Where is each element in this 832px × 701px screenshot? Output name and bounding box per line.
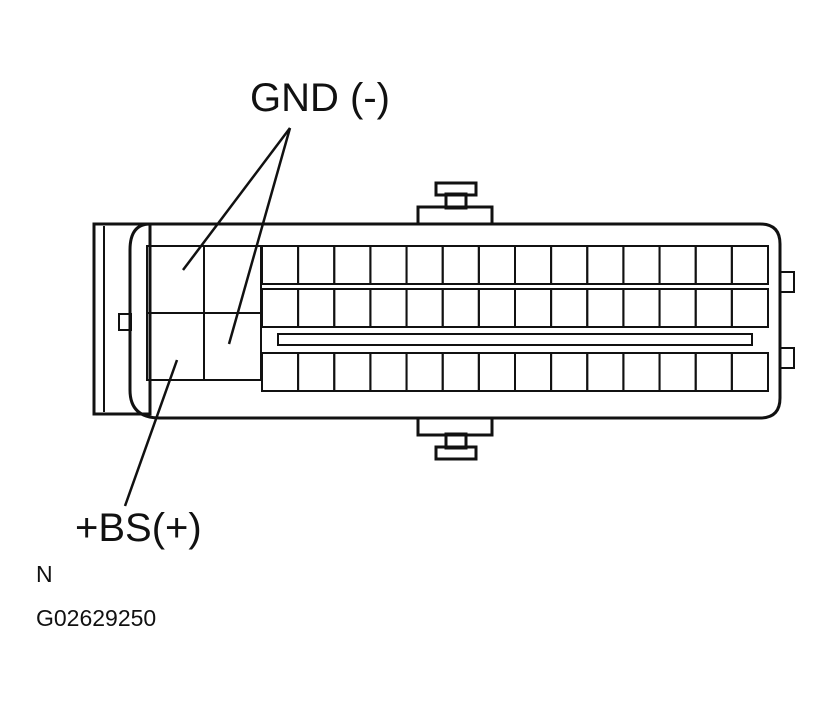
gnd-leader-line-2 bbox=[227, 127, 292, 345]
small-terminal-cell bbox=[586, 352, 625, 392]
view-marker-label: N bbox=[36, 561, 53, 587]
connector-housing bbox=[92, 181, 795, 461]
small-terminal-cell bbox=[622, 288, 661, 328]
small-terminal-cell bbox=[477, 245, 516, 285]
small-terminal-cell bbox=[586, 288, 625, 328]
gnd-label: GND (-) bbox=[250, 76, 390, 120]
small-terminal-cell bbox=[550, 288, 589, 328]
small-terminal-cell bbox=[694, 352, 733, 392]
small-terminal-cell bbox=[694, 245, 733, 285]
small-terminal-cell bbox=[441, 288, 480, 328]
small-terminal-cell bbox=[622, 352, 661, 392]
small-terminal-cell bbox=[514, 352, 553, 392]
small-terminal-cell bbox=[369, 288, 408, 328]
small-terminal-cell bbox=[441, 352, 480, 392]
small-terminal-cell bbox=[514, 288, 553, 328]
small-terminal-cell bbox=[477, 352, 516, 392]
housing-top-latch bbox=[416, 181, 494, 224]
small-terminal-cell bbox=[261, 352, 300, 392]
bs-label: +BS(+) bbox=[75, 506, 202, 550]
small-terminal-cell bbox=[550, 352, 589, 392]
small-terminal-cell bbox=[514, 245, 553, 285]
small-terminal-cell bbox=[730, 245, 770, 285]
small-terminal-cell bbox=[441, 245, 480, 285]
small-terminal-cell bbox=[405, 288, 444, 328]
small-terminal-cell bbox=[261, 288, 300, 328]
terminal-locking-bar bbox=[277, 333, 753, 346]
small-terminal-cell bbox=[550, 245, 589, 285]
small-terminal-cell bbox=[405, 352, 444, 392]
terminal-grid bbox=[146, 245, 770, 392]
housing-bottom-latch bbox=[416, 418, 494, 461]
small-terminal-cell bbox=[586, 245, 625, 285]
small-terminal-cell bbox=[333, 288, 372, 328]
small-terminal-cell bbox=[333, 352, 372, 392]
figure-code-label: G02629250 bbox=[36, 605, 156, 631]
small-terminal-cell bbox=[297, 352, 336, 392]
small-terminal-cell bbox=[405, 245, 444, 285]
small-terminal-cell bbox=[694, 288, 733, 328]
housing-main-body bbox=[128, 222, 782, 420]
housing-right-latch-bottom bbox=[779, 347, 795, 369]
small-terminal-cell bbox=[297, 245, 336, 285]
small-terminal-cell bbox=[622, 245, 661, 285]
small-terminal-group bbox=[261, 245, 770, 392]
housing-right-latch-top bbox=[779, 271, 795, 293]
small-terminal-cell bbox=[658, 352, 697, 392]
gnd-leader-line-1 bbox=[182, 127, 291, 271]
small-terminal-cell bbox=[297, 288, 336, 328]
leader-lines bbox=[123, 127, 292, 507]
small-terminal-cell bbox=[261, 245, 300, 285]
small-terminal-cell bbox=[369, 245, 408, 285]
small-terminal-cell bbox=[477, 288, 516, 328]
bs-leader-line bbox=[123, 359, 179, 507]
housing-back-shell bbox=[92, 222, 152, 416]
small-terminal-cell bbox=[333, 245, 372, 285]
small-terminal-cell bbox=[658, 288, 697, 328]
small-terminal-cell bbox=[369, 352, 408, 392]
small-terminal-cell bbox=[658, 245, 697, 285]
small-terminal-cell bbox=[730, 288, 770, 328]
small-terminal-cell bbox=[730, 352, 770, 392]
